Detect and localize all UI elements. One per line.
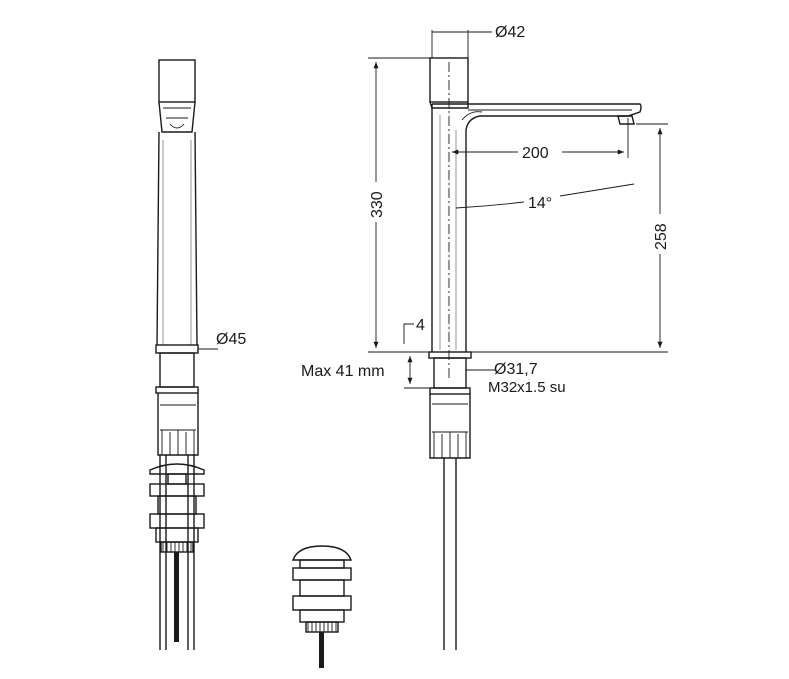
dim-spout-height-label: 258 bbox=[653, 223, 670, 250]
popup-waste-assembly bbox=[292, 545, 352, 668]
front-shank bbox=[433, 357, 467, 389]
side-waste-cap bbox=[149, 463, 205, 475]
side-shank bbox=[159, 352, 195, 388]
side-lever-joint bbox=[158, 101, 196, 133]
dim-spout-reach-label: 200 bbox=[522, 145, 549, 162]
side-pull-rod bbox=[174, 552, 179, 642]
dim-base-diameter-label: Ø45 bbox=[216, 331, 246, 348]
front-aerator bbox=[617, 115, 635, 125]
dim-top-diameter: Ø42 bbox=[431, 24, 525, 58]
side-lever-cap bbox=[158, 59, 196, 103]
side-view-faucet bbox=[149, 59, 205, 650]
dim-angle: 14° bbox=[455, 183, 635, 212]
dim-spout-height: 258 bbox=[471, 123, 672, 353]
dim-base-step: 4 bbox=[403, 317, 425, 344]
side-body-column bbox=[156, 131, 198, 346]
dim-shank: Ø31,7 M32x1.5 su bbox=[466, 361, 566, 396]
dim-max-thickness: Max 41 mm bbox=[301, 356, 430, 389]
dim-base-diameter: Ø45 bbox=[198, 331, 246, 350]
side-base-ring bbox=[155, 344, 199, 354]
front-hoses bbox=[443, 458, 457, 650]
dim-thread-label: M32x1.5 su bbox=[488, 379, 566, 396]
dim-top-diameter-label: Ø42 bbox=[495, 24, 525, 41]
popup-waste-cap bbox=[292, 545, 352, 561]
dim-spout-reach: 200 bbox=[452, 118, 629, 162]
dim-overall-height: 330 bbox=[364, 57, 432, 353]
dim-shank-diameter-label: Ø31,7 bbox=[494, 361, 538, 378]
side-hoses bbox=[159, 455, 195, 650]
dim-base-step-label: 4 bbox=[416, 317, 425, 334]
dim-max-thickness-label: Max 41 mm bbox=[301, 363, 385, 380]
popup-pull-rod bbox=[319, 632, 324, 668]
popup-waste-thread bbox=[305, 621, 339, 633]
dim-angle-label: 14° bbox=[528, 195, 552, 212]
front-base-ring bbox=[428, 351, 472, 359]
dim-overall-height-label: 330 bbox=[369, 191, 386, 218]
